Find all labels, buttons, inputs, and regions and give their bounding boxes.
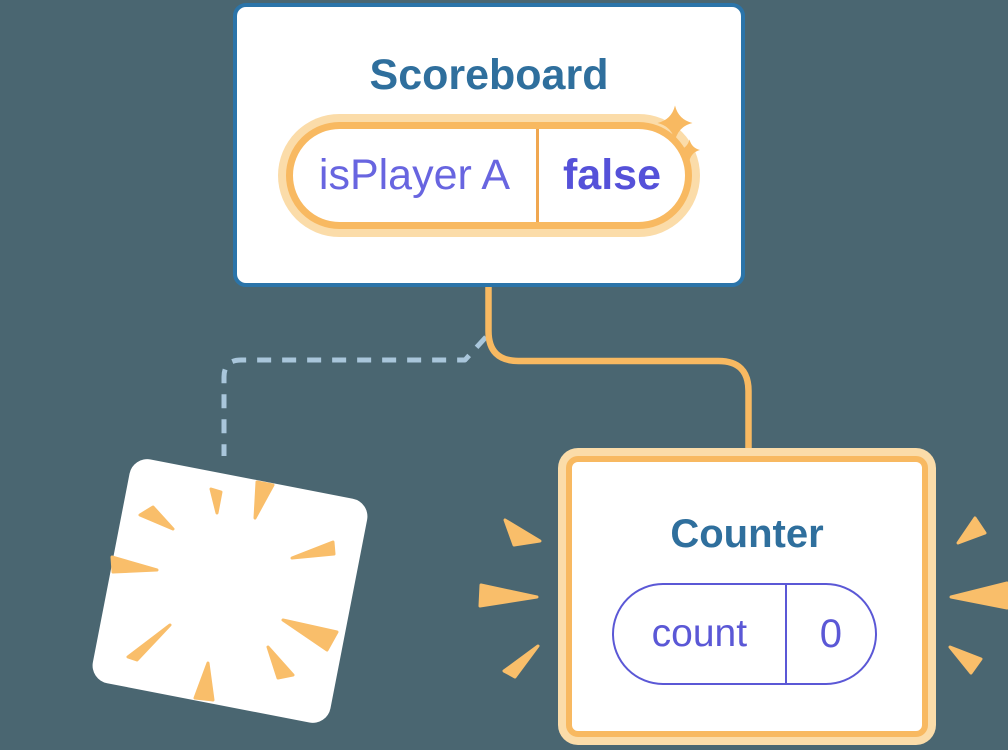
state-value: 0 bbox=[819, 611, 842, 656]
counter-state-pill: count 0 bbox=[612, 583, 877, 685]
state-label: count bbox=[651, 612, 748, 655]
scoreboard-state-pill: isPlayer A false bbox=[286, 122, 692, 229]
pill-divider bbox=[536, 129, 539, 222]
sparkle-icon bbox=[657, 105, 693, 141]
destroyed-card bbox=[92, 459, 368, 723]
dashed-connector-line bbox=[221, 335, 488, 456]
emphasis-marks-right-icon bbox=[948, 516, 1008, 675]
counter-card: Counter count 0 bbox=[566, 456, 928, 737]
scoreboard-card: Scoreboard isPlayer A false bbox=[233, 3, 745, 287]
scoreboard-title: Scoreboard bbox=[369, 51, 609, 99]
counter-title: Counter bbox=[670, 512, 824, 556]
explosion-burst-icon bbox=[110, 480, 339, 702]
pill-divider bbox=[784, 585, 787, 683]
destroyed-card-body bbox=[92, 459, 368, 723]
state-value: false bbox=[562, 151, 661, 199]
state-label: isPlayer A bbox=[318, 151, 511, 199]
sparkle-icon bbox=[679, 139, 700, 161]
orange-connector-line bbox=[485, 280, 752, 460]
sparkles-decoration bbox=[657, 105, 700, 161]
emphasis-marks-left-icon bbox=[478, 518, 542, 679]
